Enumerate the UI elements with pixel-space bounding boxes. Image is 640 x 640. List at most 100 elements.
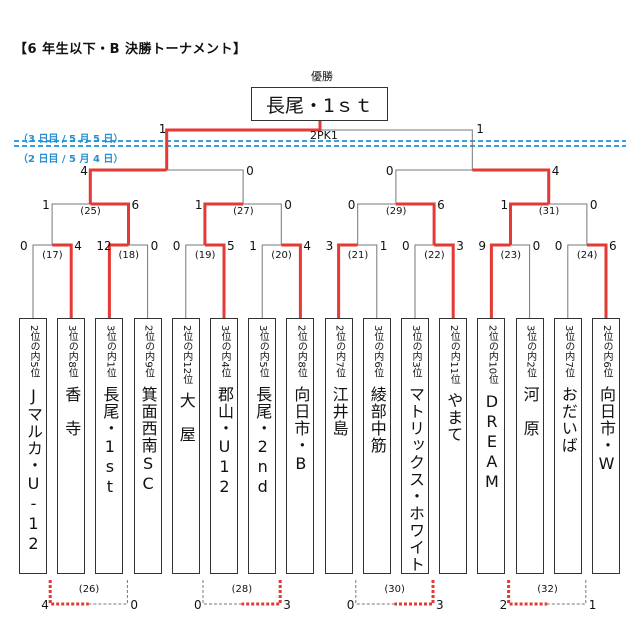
team-rank: 3位の内1位 xyxy=(104,325,116,378)
cons-score-right: 0 xyxy=(130,598,139,612)
r2-left-line xyxy=(357,203,396,245)
r1-match-no: (23) xyxy=(500,250,522,261)
r2-score-right: 6 xyxy=(131,198,140,212)
team-name: 綾部中筋 xyxy=(367,385,387,454)
team-name: マトリックス・ホワイト xyxy=(406,385,425,573)
cons-score-left: 0 xyxy=(346,598,355,612)
semi-left-line xyxy=(395,169,473,204)
team-box: 3位の内2位河 原 xyxy=(515,318,544,574)
team-box: 3位の内7位おだいば xyxy=(553,318,582,574)
r1-score-left: 0 xyxy=(172,239,181,253)
team-rank: 3位の内8位 xyxy=(66,325,78,378)
r1-left-line xyxy=(337,243,358,318)
team-rank: 3位の内5位 xyxy=(257,325,269,378)
r1-score-right: 0 xyxy=(532,239,541,253)
r1-match-no: (18) xyxy=(118,250,140,261)
final-left-line xyxy=(165,121,322,170)
team-box: 2位の内11位やまて xyxy=(439,318,468,574)
r1-score-left: 0 xyxy=(402,239,410,253)
team-rank: 2位の内9位 xyxy=(142,325,154,378)
team-box: 3位の内6位綾部中筋 xyxy=(362,318,391,574)
r1-score-right: 4 xyxy=(74,239,82,253)
team-name: おだいば xyxy=(558,385,578,454)
r2-match-no: (29) xyxy=(385,206,407,217)
team-rank: 3位の内3位 xyxy=(410,325,421,378)
r1-score-left: 0 xyxy=(554,239,563,253)
team-name: 大 屋 xyxy=(176,392,196,444)
r1-score-right: 0 xyxy=(150,239,159,253)
cons-left-line xyxy=(202,580,242,605)
r1-left-line xyxy=(185,244,205,318)
semi-right-line xyxy=(166,169,244,204)
team-name: Jマルカ・U-12 xyxy=(24,385,43,554)
team-box: 3位の内5位長尾・2nd xyxy=(248,318,277,574)
r1-score-right: 3 xyxy=(456,239,464,253)
team-box: 2位の内6位向日市・W xyxy=(592,318,620,574)
cons-left-line xyxy=(507,580,548,606)
team-rank: 3位の内4位 xyxy=(219,325,230,378)
team-name: やまて xyxy=(444,392,464,444)
champion-name: 長尾・1ｓｔ xyxy=(265,94,374,117)
r1-match-no: (24) xyxy=(576,250,598,261)
r2-score-right: 6 xyxy=(437,198,445,212)
champion-label: 優勝 xyxy=(311,70,333,83)
team-box: 2位の内9位箕面西南SC xyxy=(133,318,162,574)
cons-right-line xyxy=(88,580,128,605)
r1-left-line xyxy=(261,244,282,318)
semi-score-right: 4 xyxy=(551,164,560,178)
team-rank: 3位の内7位 xyxy=(562,325,574,378)
team-box: 2位の内8位向日市・B xyxy=(286,318,315,574)
r2-score-right: 0 xyxy=(589,198,598,212)
team-name: 向日市・B xyxy=(291,385,311,474)
r1-score-right: 6 xyxy=(609,239,617,253)
team-name: 江井島 xyxy=(329,385,349,437)
r1-match-no: (17) xyxy=(42,250,63,261)
team-name: 箕面西南SC xyxy=(138,385,158,494)
cons-right-line xyxy=(241,580,282,606)
r1-right-line xyxy=(204,243,226,318)
r1-match-no: (19) xyxy=(194,250,216,261)
team-name: 郡山・U12 xyxy=(215,385,234,497)
r2-match-no: (31) xyxy=(538,206,560,217)
r1-score-right: 1 xyxy=(379,239,388,253)
cons-left-line xyxy=(355,580,395,605)
r2-left-line xyxy=(203,202,244,245)
r2-score-left: 1 xyxy=(42,198,50,212)
team-box: 2位の内12位大 屋 xyxy=(171,318,200,574)
r1-score-left: 1 xyxy=(249,239,257,253)
r2-right-line xyxy=(395,202,436,245)
team-name: DREAM xyxy=(482,392,502,493)
team-box: 3位の内3位マトリックス・ホワイト xyxy=(401,318,429,574)
final-pk-note: 2PK1 xyxy=(310,129,338,142)
team-name: 長尾・2nd xyxy=(253,385,273,497)
semi-score-left: 0 xyxy=(385,164,394,178)
cons-right-line xyxy=(547,580,587,605)
cons-right-line xyxy=(394,580,435,606)
team-name: 河 原 xyxy=(520,385,540,437)
cons-score-right: 3 xyxy=(283,598,291,612)
r1-left-line xyxy=(414,244,435,318)
team-box: 2位の内10位 DREAM xyxy=(477,318,506,574)
page-title: 【6 年生以下・B 決勝トーナメント】 xyxy=(14,42,247,57)
r2-score-right: 0 xyxy=(284,198,292,212)
day2-label: （2 日目 / 5 月 4 日） xyxy=(18,154,124,165)
r1-score-right: 4 xyxy=(303,239,312,253)
team-box: 2位の内5位 Jマルカ・U-12 xyxy=(19,318,47,574)
r1-match-no: (20) xyxy=(271,250,292,261)
team-rank: 2位の内7位 xyxy=(333,325,345,378)
r1-left-line xyxy=(32,244,53,318)
r2-score-left: 0 xyxy=(347,198,356,212)
semi-left-line xyxy=(88,168,167,204)
r1-match-no: (22) xyxy=(424,250,445,261)
r1-match-no: (21) xyxy=(347,250,369,261)
team-rank: 2位の内5位 xyxy=(28,325,39,378)
champion-box: 長尾・1ｓｔ xyxy=(251,87,388,121)
team-rank: 3位の内6位 xyxy=(371,325,383,378)
cons-match-no: (26) xyxy=(78,584,100,595)
team-name: 長尾・1st xyxy=(100,385,120,497)
r2-right-line xyxy=(243,203,282,245)
r2-right-line xyxy=(548,203,588,245)
team-rank: 2位の内10位 xyxy=(486,325,498,385)
team-name: 香 寺 xyxy=(62,385,82,437)
cons-match-no: (30) xyxy=(384,584,405,595)
